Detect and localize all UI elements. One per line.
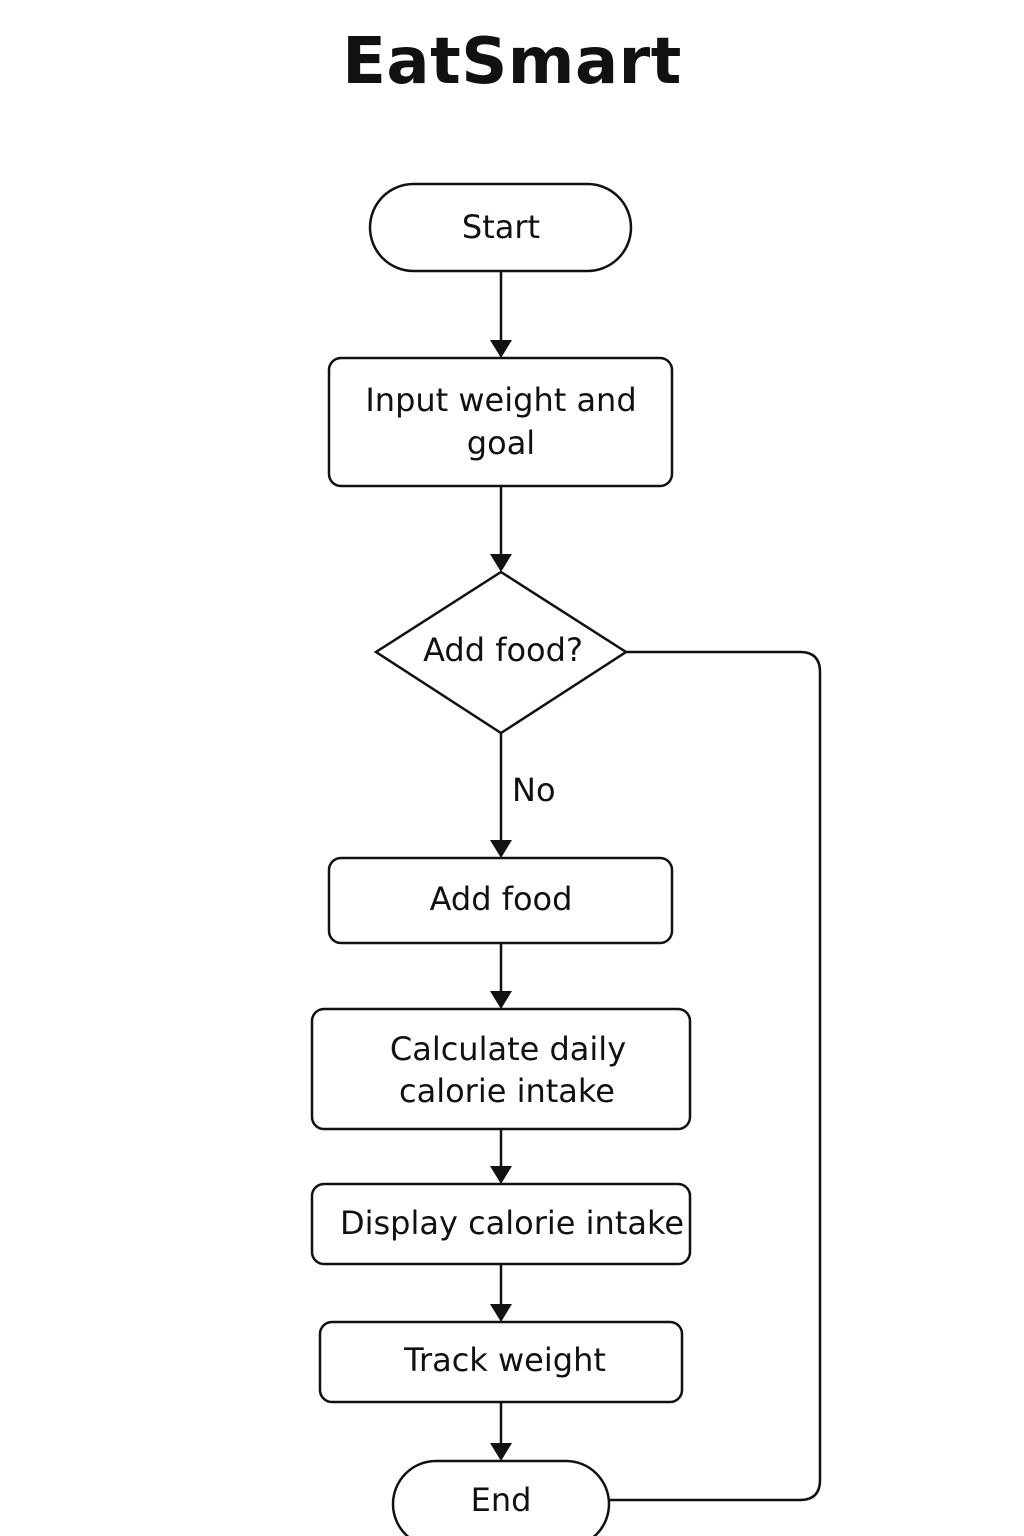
node-track: Track weight bbox=[318, 1320, 684, 1404]
arrowhead-icon bbox=[490, 1304, 512, 1322]
node-end: End bbox=[391, 1459, 611, 1536]
node-start: Start bbox=[368, 182, 633, 273]
terminal-shape bbox=[368, 182, 633, 273]
process-shape bbox=[310, 1182, 692, 1266]
node-input-label-line-2: goal bbox=[467, 424, 535, 462]
arrowhead-icon bbox=[490, 991, 512, 1009]
process-shape bbox=[327, 856, 674, 945]
process-shape bbox=[310, 1007, 692, 1131]
arrowhead-icon bbox=[490, 840, 512, 858]
edge-decision-to-end bbox=[610, 650, 822, 1502]
node-add-food: Add food bbox=[327, 856, 674, 945]
flowchart-edges bbox=[490, 271, 822, 1502]
process-shape bbox=[327, 356, 674, 488]
arrowhead-icon bbox=[490, 1443, 512, 1461]
edge-label-no: No bbox=[512, 771, 556, 809]
decision-shape bbox=[373, 570, 629, 735]
node-input-label-line-1: Input weight and bbox=[365, 381, 636, 419]
node-calculate-label-line-2: calorie intake bbox=[399, 1072, 615, 1110]
node-input: Input weight and goal bbox=[327, 356, 674, 488]
arrowhead-icon bbox=[490, 554, 512, 572]
node-calculate: Calculate daily calorie intake bbox=[310, 1007, 692, 1131]
arrowhead-icon bbox=[490, 340, 512, 358]
node-decision: Add food? bbox=[373, 570, 629, 735]
node-display-label: Display calorie intake bbox=[340, 1204, 684, 1242]
node-display: Display calorie intake bbox=[310, 1182, 692, 1266]
node-track-label: Track weight bbox=[403, 1341, 606, 1379]
node-end-label: End bbox=[471, 1481, 532, 1519]
node-decision-label: Add food? bbox=[423, 631, 583, 669]
terminal-shape bbox=[391, 1459, 611, 1536]
node-add-food-label: Add food bbox=[430, 880, 573, 918]
diagram-title: EatSmart bbox=[342, 25, 682, 99]
node-calculate-label-line-1: Calculate daily bbox=[390, 1030, 626, 1068]
node-start-label: Start bbox=[462, 208, 540, 246]
process-shape bbox=[318, 1320, 684, 1404]
arrowhead-icon bbox=[490, 1166, 512, 1184]
